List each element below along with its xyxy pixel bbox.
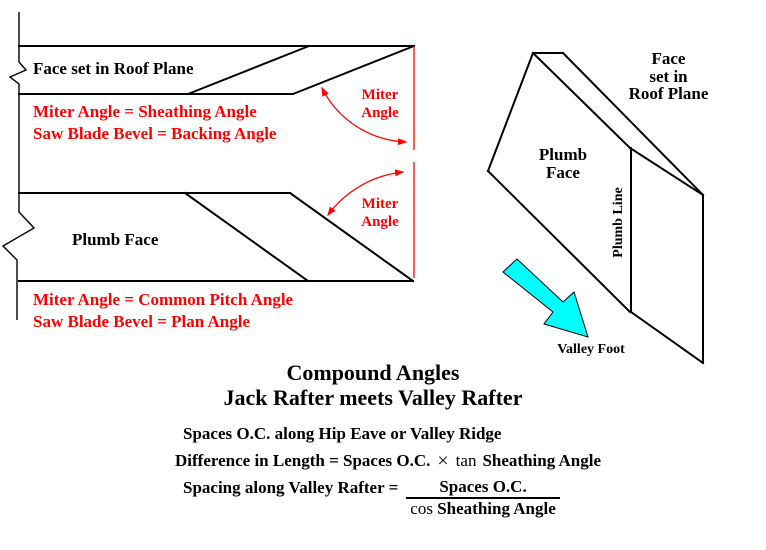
board2-end-cut-edge xyxy=(288,191,415,283)
rafter-cut-face-top-edge xyxy=(628,146,705,197)
denominator-fn-cos: cos xyxy=(410,499,433,518)
difference-lhs: Difference in Length = Spaces O.C. xyxy=(175,451,431,470)
difference-rhs: Sheathing Angle xyxy=(482,451,602,470)
board2-rule2: Saw Blade Bevel = Plan Angle xyxy=(33,312,251,331)
board1-cut-face-line xyxy=(186,44,311,96)
formula-spacing-along-valley: Spacing along Valley Rafter = Spaces O.C… xyxy=(183,477,560,518)
miter-arc-1 xyxy=(321,86,408,146)
denominator-rest: Sheathing Angle xyxy=(437,499,556,518)
valley-foot-label: Valley Foot xyxy=(557,342,625,357)
rafter-roof-face-line1: Face xyxy=(651,49,686,68)
fraction-denominator: cos Sheathing Angle xyxy=(406,497,560,518)
board2-miter-word1: Miter xyxy=(361,196,399,212)
rafter-lower-left-edge xyxy=(486,169,632,314)
rafter-roof-face-line2: set in xyxy=(649,66,688,86)
fraction-numerator: Spaces O.C. xyxy=(439,477,527,496)
valley-foot-arrow xyxy=(502,258,589,338)
board1-rule2: Saw Blade Bevel = Backing Angle xyxy=(33,124,277,143)
difference-fn-tan: tan xyxy=(455,451,477,470)
board1-miter-word2: Angle xyxy=(361,105,399,121)
spacing-lhs: Spacing along Valley Rafter = xyxy=(183,478,399,497)
miter-arc-2 xyxy=(327,169,405,217)
board2-cut-face-line xyxy=(183,191,310,283)
break-line-left xyxy=(1,12,36,320)
rafter-bottom-edge xyxy=(629,310,705,365)
rafter-roof-face-line3: Roof Plane xyxy=(628,84,709,103)
multiplication-sign: × xyxy=(437,450,449,472)
formula-difference-in-length: Difference in Length = Spaces O.C. × tan… xyxy=(175,450,601,472)
rafter-top-face-far-edge xyxy=(561,51,705,197)
rafter-plumb-line-label: Plumb Line xyxy=(611,187,626,258)
board2-face-label: Plumb Face xyxy=(72,230,159,249)
formula-spaces-line: Spaces O.C. along Hip Eave or Valley Rid… xyxy=(183,424,502,443)
page-title-line2: Jack Rafter meets Valley Rafter xyxy=(223,385,523,410)
rafter-plumb-face-line2: Face xyxy=(546,162,580,182)
board1-miter-word1: Miter xyxy=(361,87,399,103)
rafter-plumb-face-line1: Plumb xyxy=(538,145,588,164)
board1-rule1: Miter Angle = Sheathing Angle xyxy=(33,102,257,121)
fraction: Spaces O.C. cos Sheathing Angle xyxy=(406,477,560,518)
board2-rule1: Miter Angle = Common Pitch Angle xyxy=(33,290,294,309)
board2-miter-word2: Angle xyxy=(361,214,399,230)
page-title-line1: Compound Angles xyxy=(286,360,460,385)
rafter-top-face-near-edge xyxy=(531,51,632,150)
board1-end-cut-edge xyxy=(291,44,416,96)
board1-face-label: Face set in Roof Plane xyxy=(33,59,194,78)
